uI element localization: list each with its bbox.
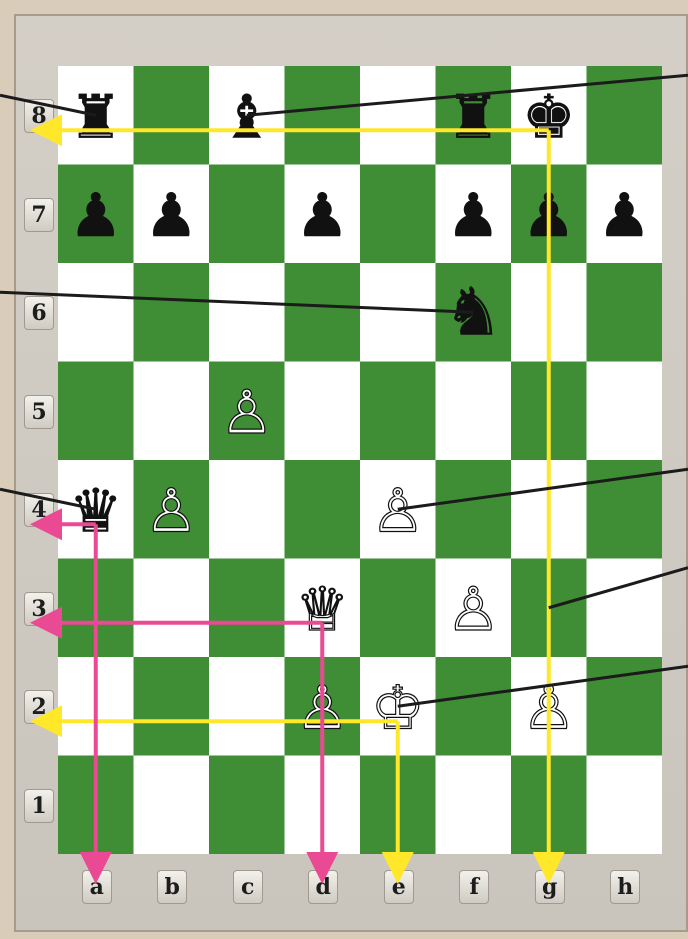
square-d6 xyxy=(285,263,361,362)
square-e7 xyxy=(360,165,436,264)
square-e5 xyxy=(360,362,436,461)
white-pawn-c5: ♙ xyxy=(220,378,274,448)
square-e3 xyxy=(360,559,436,658)
square-b5 xyxy=(134,362,210,461)
white-pawn-f3: ♙ xyxy=(446,575,500,645)
white-pawn-b4: ♙ xyxy=(144,476,198,546)
square-c3 xyxy=(209,559,285,658)
square-c2 xyxy=(209,657,285,756)
square-c7 xyxy=(209,165,285,264)
square-f1 xyxy=(436,756,512,855)
square-c4 xyxy=(209,460,285,559)
white-pawn-e4: ♙ xyxy=(371,476,425,546)
square-f2 xyxy=(436,657,512,756)
square-h3 xyxy=(587,559,663,658)
square-b8 xyxy=(134,66,210,165)
square-h5 xyxy=(587,362,663,461)
square-d5 xyxy=(285,362,361,461)
square-c1 xyxy=(209,756,285,855)
square-b1 xyxy=(134,756,210,855)
square-b3 xyxy=(134,559,210,658)
square-f5 xyxy=(436,362,512,461)
black-rook-a8: ♜ xyxy=(69,82,123,152)
square-f4 xyxy=(436,460,512,559)
square-d8 xyxy=(285,66,361,165)
black-pawn-a7: ♟ xyxy=(69,181,123,251)
square-b6 xyxy=(134,263,210,362)
square-e8 xyxy=(360,66,436,165)
black-pawn-d7: ♟ xyxy=(295,181,349,251)
square-e6 xyxy=(360,263,436,362)
square-c6 xyxy=(209,263,285,362)
black-pawn-b7: ♟ xyxy=(144,181,198,251)
black-pawn-h7: ♟ xyxy=(597,181,651,251)
square-d4 xyxy=(285,460,361,559)
square-h6 xyxy=(587,263,663,362)
black-pawn-f7: ♟ xyxy=(446,181,500,251)
square-b2 xyxy=(134,657,210,756)
square-h1 xyxy=(587,756,663,855)
black-bishop-c8: ♝ xyxy=(220,82,274,152)
square-a6 xyxy=(58,263,134,362)
square-a5 xyxy=(58,362,134,461)
